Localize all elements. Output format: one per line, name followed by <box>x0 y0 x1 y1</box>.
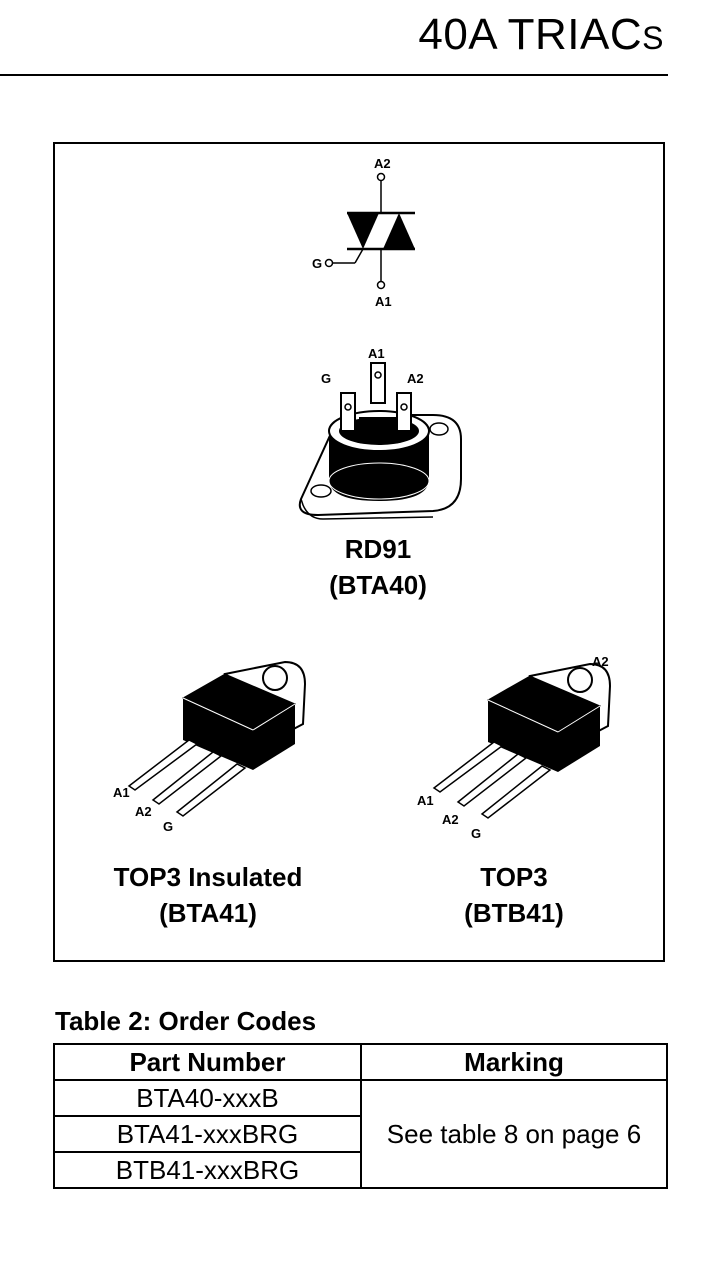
order-codes-table: Part Number Marking BTA40-xxxB See table… <box>53 1043 668 1189</box>
rd91-package-icon <box>298 362 462 520</box>
symbol-pin-a2: A2 <box>374 156 391 171</box>
page-header: 40A TRIACS <box>0 0 668 76</box>
top3i-part: (BTA41) <box>159 898 257 928</box>
top3-pin-a1: A1 <box>417 793 434 808</box>
part-number-cell: BTA41-xxxBRG <box>53 1115 362 1153</box>
top3i-pin-a2: A2 <box>135 804 152 819</box>
symbol-pin-a1: A1 <box>375 294 392 309</box>
rd91-name: RD91 <box>344 534 412 564</box>
order-table-caption: Table 2: Order Codes <box>55 1006 317 1036</box>
triac-symbol-icon <box>324 172 415 290</box>
rd91-pin-a2: A2 <box>407 371 424 386</box>
top3-part: (BTB41) <box>464 898 564 928</box>
title-main: 40A TRIAC <box>418 10 643 59</box>
header-part-number: Part Number <box>53 1043 362 1081</box>
top3i-pin-a1: A1 <box>113 785 130 800</box>
header-marking: Marking <box>360 1043 668 1081</box>
top3-pin-a2: A2 <box>442 812 459 827</box>
symbol-pin-g: G <box>312 256 323 271</box>
rd91-pin-g: G <box>321 371 332 386</box>
page-title: 40A TRIACS <box>418 10 664 60</box>
rd91-part: (BTA40) <box>329 570 427 600</box>
part-number-cell: BTA40-xxxB <box>53 1079 362 1117</box>
table-row: BTA41-xxxBRG <box>53 1115 667 1153</box>
table-header-row: Part Number Marking <box>53 1043 668 1081</box>
table-row: BTB41-xxxBRG <box>53 1151 667 1189</box>
part-number-cell: BTB41-xxxBRG <box>53 1151 362 1189</box>
top3-pin-g: G <box>471 826 482 841</box>
top3i-pin-g: G <box>163 819 174 834</box>
title-suffix: S <box>642 20 664 56</box>
top3-insulated-package-icon <box>127 660 307 817</box>
package-figure: A2 A1 G A1 G A2 RD91 (BTA40) A1 A2 <box>53 142 665 962</box>
top3-package-icon <box>432 662 612 819</box>
top3-name: TOP3 <box>480 862 548 892</box>
rd91-pin-a1: A1 <box>368 346 385 361</box>
table-row: BTA40-xxxB See table 8 on page 6 <box>53 1079 668 1189</box>
top3-pin-tab: A2 <box>592 654 609 669</box>
top3i-name: TOP3 Insulated <box>113 862 303 892</box>
marking-cell: See table 8 on page 6 <box>360 1079 668 1189</box>
